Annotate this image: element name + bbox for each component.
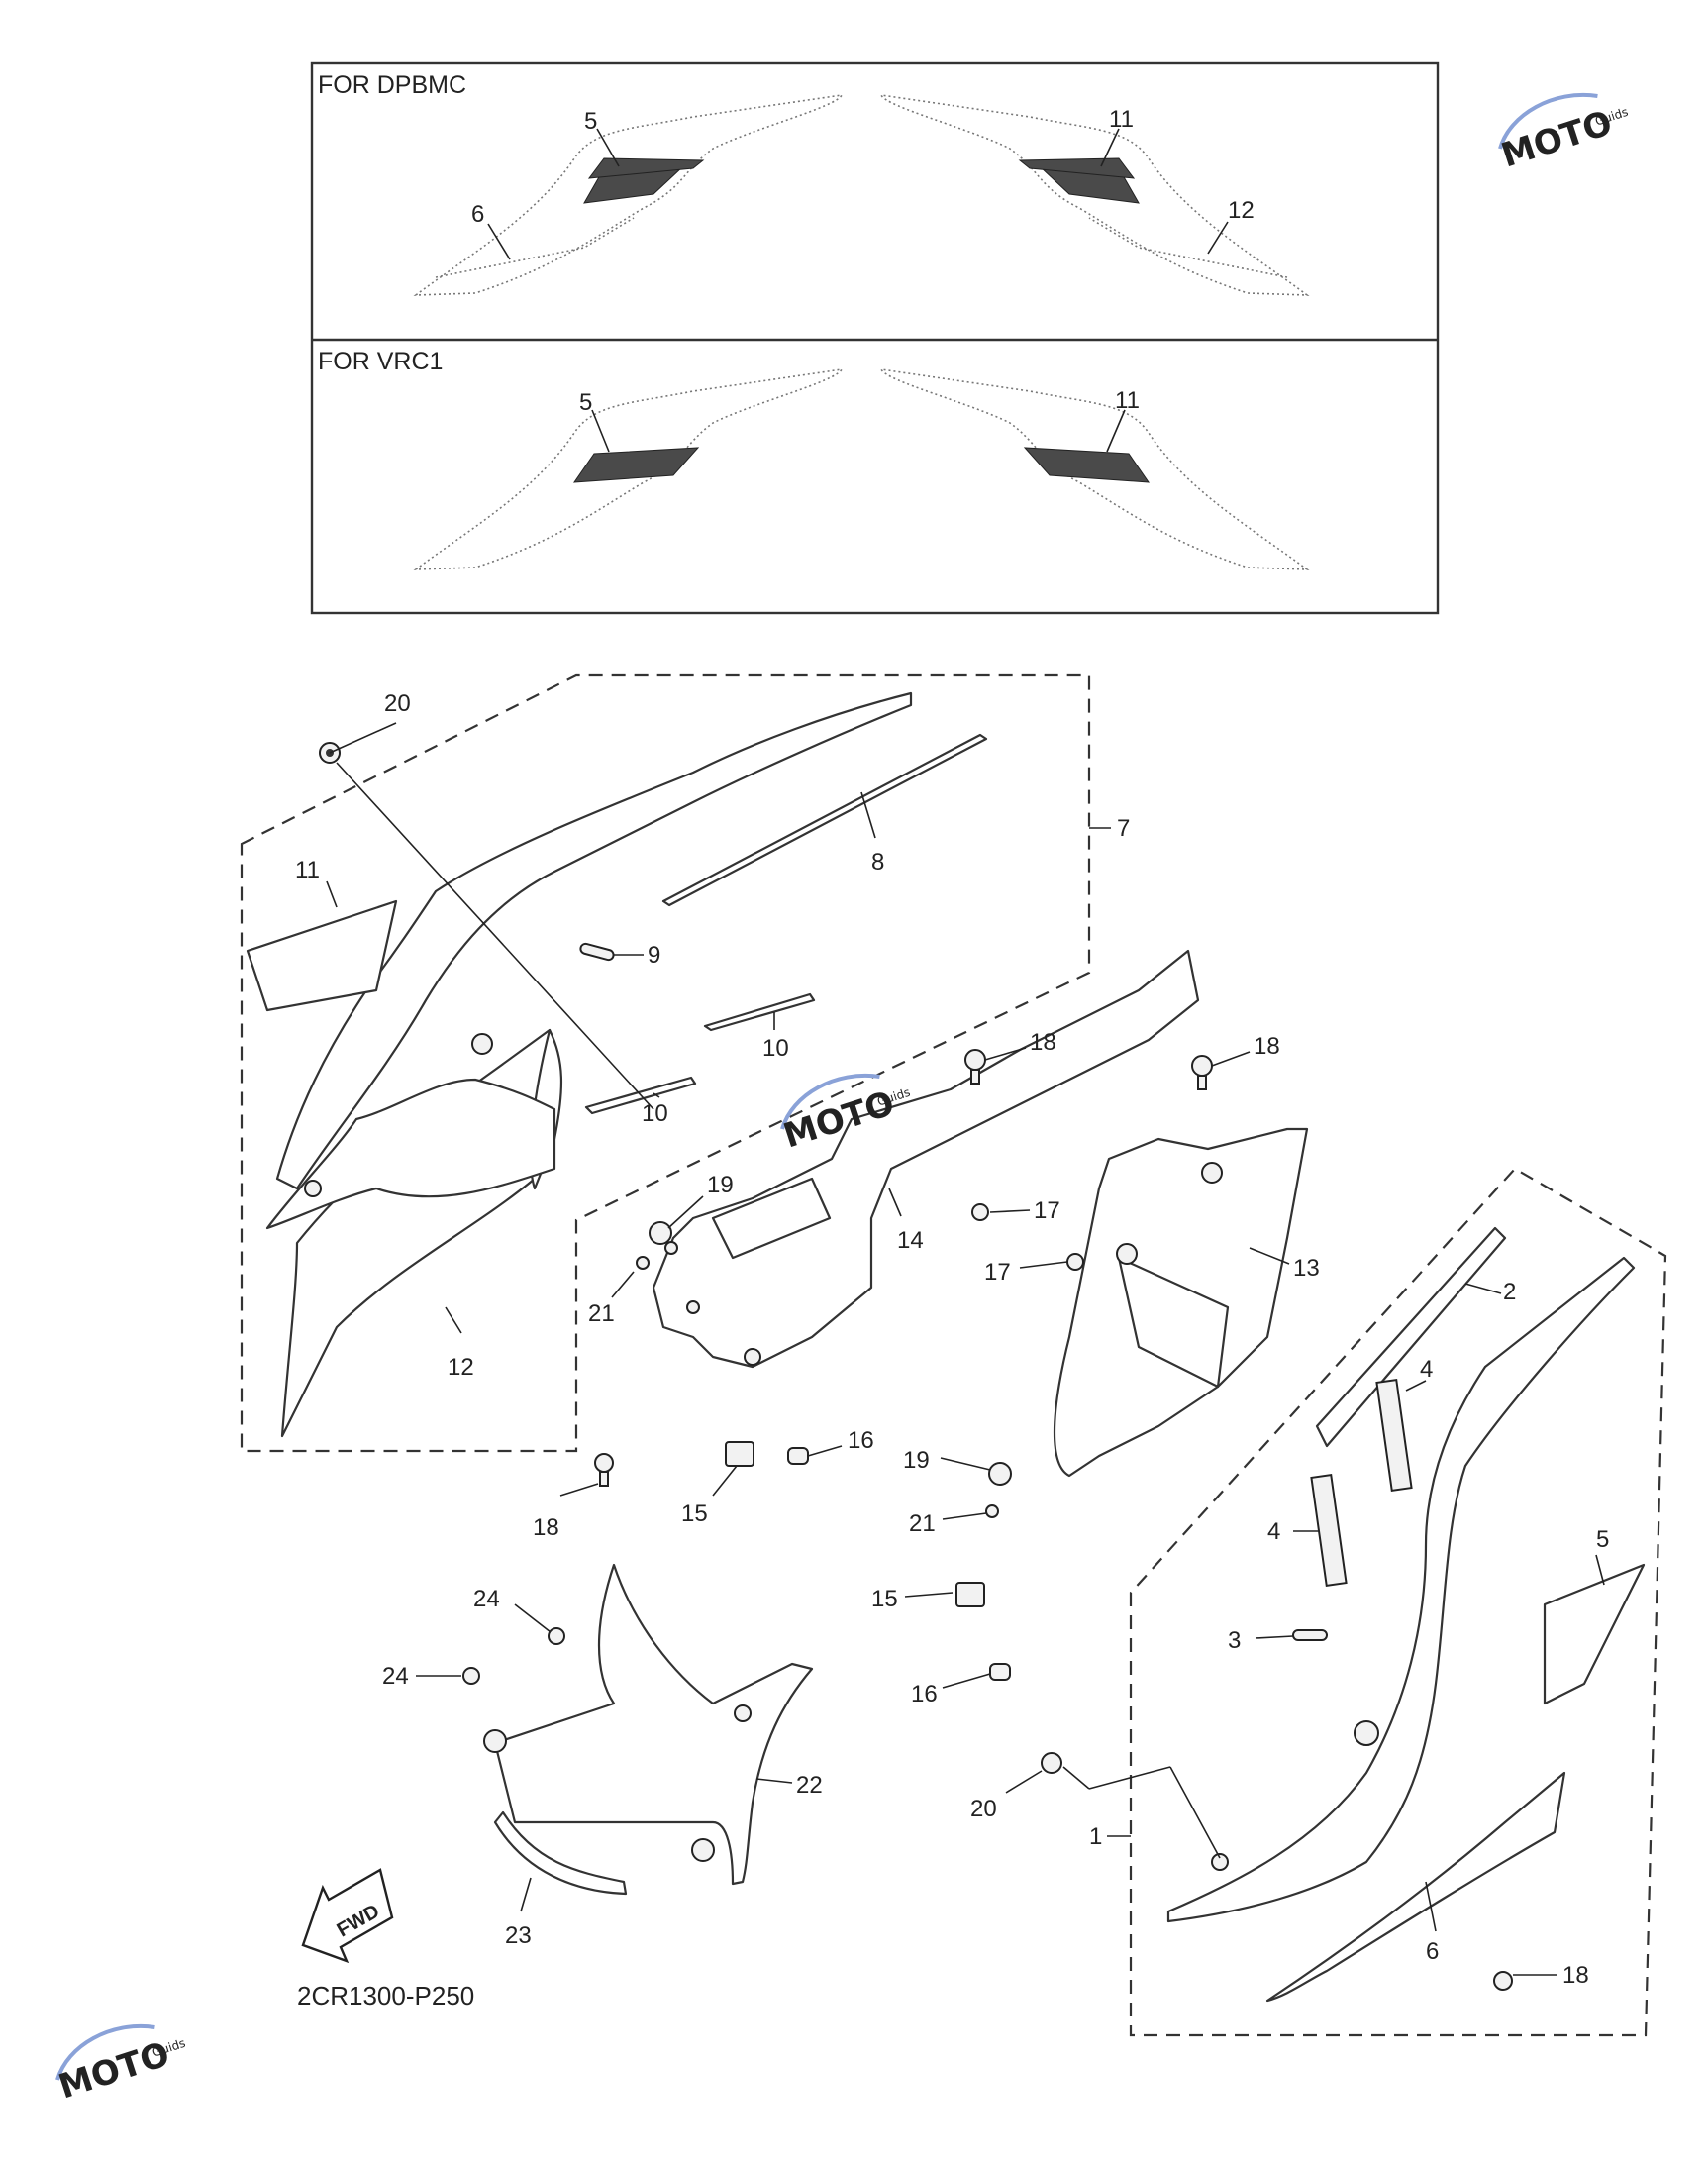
callout-7: 7 [1117, 815, 1130, 842]
callout-15-center: 15 [681, 1500, 708, 1527]
callout-11-assembly: 11 [295, 857, 320, 883]
side-cowling-left-assembly [246, 691, 913, 1438]
callout-24-b: 24 [382, 1663, 409, 1690]
trim-strip-8 [661, 733, 988, 907]
side-panel-6 [1265, 1771, 1566, 2003]
stripe-decal-left-5-vrc1 [572, 447, 700, 483]
callout-21-center: 21 [588, 1300, 615, 1327]
washer-19-b [988, 1462, 1012, 1486]
callout-17-b: 17 [984, 1259, 1011, 1286]
callout-15-lower: 15 [871, 1586, 898, 1612]
callout-16-center: 16 [848, 1427, 874, 1454]
callout-3: 3 [1228, 1627, 1241, 1654]
callout-24-a: 24 [473, 1586, 500, 1612]
callout-9: 9 [648, 942, 660, 969]
side-cowling-right-assembly [1166, 1226, 1646, 2003]
side-cowling-left-dpbmc [413, 94, 844, 296]
screw-24-b [462, 1667, 480, 1685]
grommet-hole [471, 1033, 493, 1055]
trim-strip-2 [1315, 1226, 1507, 1448]
washer-19-a [649, 1221, 672, 1245]
callout-16-lower: 16 [911, 1681, 938, 1707]
nut-17-b [1066, 1253, 1084, 1271]
decal-4-b [1310, 1474, 1348, 1587]
callout-12: 12 [1228, 197, 1255, 224]
callout-19-lower: 19 [903, 1447, 930, 1474]
nut-17-a [971, 1203, 989, 1221]
bolt-18-bottom [594, 1453, 614, 1487]
diagram-code: 2CR1300-P250 [297, 1981, 474, 2011]
screw-hole-right [1211, 1853, 1229, 1871]
grommet-16-b [989, 1663, 1011, 1681]
side-cowling-right-vrc1 [879, 368, 1310, 570]
callout-12-assembly: 12 [448, 1354, 474, 1381]
callout-5-assembly: 5 [1596, 1526, 1609, 1553]
inner-panel-13 [1053, 1127, 1309, 1478]
callout-22: 22 [796, 1772, 823, 1799]
callout-18-center-b: 18 [1254, 1033, 1280, 1060]
bolt-18-right [1493, 1971, 1513, 1991]
callout-5: 5 [584, 108, 597, 135]
callout-14: 14 [897, 1227, 924, 1254]
callout-18-left: 18 [533, 1514, 559, 1541]
callout-13: 13 [1293, 1255, 1320, 1282]
callout-18-center-a: 18 [1030, 1029, 1056, 1056]
decal-11 [246, 899, 398, 1012]
decal-4-a [1375, 1379, 1413, 1492]
trim-strip-23 [493, 1810, 628, 1896]
callout-8: 8 [871, 849, 884, 876]
bolt-20-right [1041, 1752, 1062, 1774]
watermark-logo-top-right: MOTO Guids [1497, 92, 1630, 176]
stripe-decal-right-11-vrc1 [1023, 447, 1151, 483]
variant-panel [310, 61, 1440, 615]
callout-18-right: 18 [1562, 1962, 1589, 1989]
stripe-decal-right-11 [1018, 157, 1136, 179]
callout-11: 11 [1109, 106, 1134, 133]
callout-10b: 10 [642, 1100, 668, 1127]
watermark-logo-bottom-left: MOTO Guids [54, 2023, 187, 2108]
callout-11-vrc1: 11 [1115, 387, 1140, 414]
screw-hole [304, 1180, 322, 1197]
callout-20: 20 [384, 690, 411, 717]
callout-17-a: 17 [1034, 1197, 1060, 1224]
bolt-18-center-b [1191, 1055, 1213, 1090]
callout-4-a: 4 [1420, 1356, 1433, 1383]
trim-strip-10 [703, 992, 816, 1032]
side-cowling-left-vrc1 [413, 368, 844, 570]
side-cowling-right-dpbmc [879, 94, 1310, 296]
assembly-1-outline [1129, 1167, 1667, 2037]
callout-10a: 10 [762, 1035, 789, 1062]
screw-21-a [636, 1256, 650, 1270]
variant-label-dpbmc: FOR DPBMC [318, 71, 466, 99]
callout-20-right: 20 [970, 1796, 997, 1822]
callout-6-assembly: 6 [1426, 1938, 1439, 1965]
screw-24-a [548, 1627, 565, 1645]
decal-5 [1543, 1563, 1646, 1705]
grommet-hole-right [1354, 1720, 1379, 1746]
fastener-9 [579, 942, 615, 962]
callout-2: 2 [1503, 1279, 1516, 1305]
inner-panel-14 [652, 949, 1200, 1369]
bracket-22 [483, 1563, 814, 1886]
fastener-3 [1292, 1629, 1328, 1641]
variant-label-vrc1: FOR VRC1 [318, 348, 443, 375]
callout-19-center: 19 [707, 1172, 734, 1198]
fwd-arrow-icon: FWD [301, 1868, 394, 1964]
clip-15-b [955, 1582, 985, 1607]
callout-5-vrc1: 5 [579, 389, 592, 416]
callout-23: 23 [505, 1922, 532, 1949]
screw-21-b [985, 1504, 999, 1518]
callout-21-lower: 21 [909, 1510, 936, 1537]
callout-1: 1 [1089, 1823, 1102, 1850]
grommet-16-a [787, 1447, 809, 1465]
callout-6: 6 [471, 201, 484, 228]
clip-15-a [725, 1441, 754, 1467]
assembly-7-outline [240, 673, 1091, 1453]
callout-4-b: 4 [1267, 1518, 1280, 1545]
